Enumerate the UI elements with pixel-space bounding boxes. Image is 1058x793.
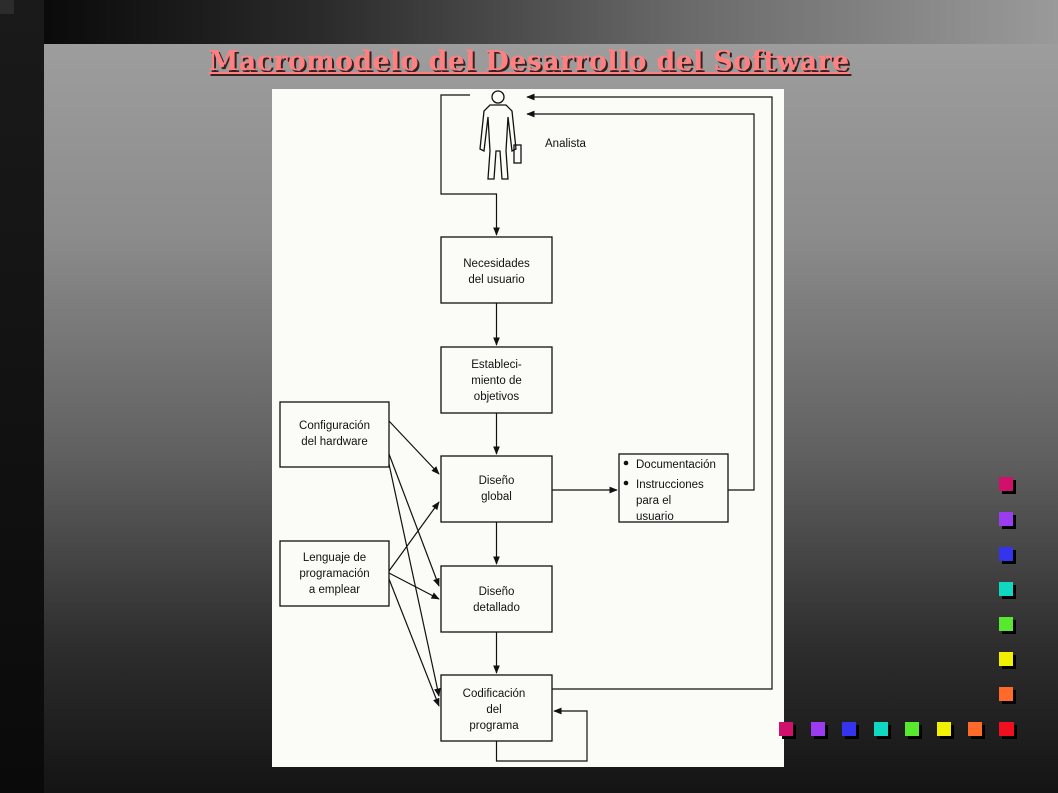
decor-square-vertical — [999, 547, 1013, 561]
box-diseno-global — [440, 455, 553, 523]
box-configuracion — [279, 401, 390, 468]
feedback-codificacion-analista — [526, 93, 773, 690]
decor-square-vertical — [999, 582, 1013, 596]
arrow-config-global — [388, 420, 440, 475]
diagram-image: Analista Necesidades del usuario Estable… — [272, 89, 784, 767]
configuracion-line1: Configuración — [299, 420, 370, 432]
configuracion-line2: del hardware — [301, 436, 367, 448]
analyst-label: Analista — [545, 138, 587, 150]
loop-codificacion — [495, 707, 588, 762]
documentacion-bullet1: Documentación — [636, 459, 716, 471]
decor-square-vertical — [999, 687, 1013, 701]
decor-square-horizontal — [779, 722, 793, 736]
decor-square-horizontal — [842, 722, 856, 736]
decor-square-vertical — [999, 477, 1013, 491]
diseno-global-line1: Diseño — [479, 475, 515, 487]
top-gradient-band — [0, 0, 1058, 44]
decor-square-horizontal — [999, 722, 1014, 736]
decor-square-horizontal — [810, 722, 825, 736]
documentacion-bullet2-line1: Instrucciones — [636, 479, 704, 491]
box-documentacion — [618, 453, 729, 523]
lenguaje-line2: programación — [299, 568, 369, 580]
diseno-detallado-line1: Diseño — [479, 586, 515, 598]
arrow-config-codificacion — [388, 463, 441, 697]
corner-square — [0, 0, 14, 14]
necesidades-line1: Necesidades — [463, 258, 530, 270]
analyst-icon — [479, 90, 522, 180]
documentacion-bullet2-line3: usuario — [636, 511, 674, 523]
arrow-analista-necesidades — [440, 94, 500, 236]
arrow-lenguaje-global — [388, 501, 440, 572]
bullet-icon — [623, 480, 629, 486]
objetivos-line2: miento de — [471, 375, 522, 387]
decor-square-horizontal — [873, 722, 888, 736]
objetivos-line3: objetivos — [474, 391, 520, 403]
codificacion-line2: del — [486, 704, 501, 716]
lenguaje-line1: Lenguaje de — [303, 552, 366, 564]
arrow-config-detallado — [388, 453, 440, 587]
box-necesidades — [440, 236, 553, 304]
necesidades-line2: del usuario — [468, 274, 524, 286]
codificacion-line1: Codificación — [463, 688, 526, 700]
box-diseno-detallado — [440, 565, 553, 633]
documentacion-bullet2-line2: para el — [636, 495, 671, 507]
feedback-documentacion-analista — [526, 110, 755, 491]
slide-title: Macromodelo del Desarrollo del Software — [208, 46, 850, 77]
decor-square-horizontal — [905, 722, 919, 736]
decor-square-vertical — [999, 512, 1013, 526]
bullet-icon — [623, 460, 629, 466]
decor-square-vertical — [999, 617, 1013, 631]
diseno-global-line2: global — [481, 491, 512, 503]
left-dark-band — [0, 0, 44, 793]
arrow-lenguaje-codificacion — [388, 578, 440, 707]
arrow-lenguaje-detallado — [388, 572, 440, 600]
flowchart: Analista Necesidades del usuario Estable… — [279, 90, 773, 762]
decor-square-vertical — [999, 652, 1013, 666]
codificacion-line3: programa — [469, 720, 519, 732]
decor-square-horizontal — [936, 722, 951, 736]
decor-square-horizontal — [968, 722, 982, 736]
lenguaje-line3: a emplear — [309, 584, 360, 596]
objetivos-line1: Estableci- — [471, 359, 522, 371]
diseno-detallado-line2: detallado — [473, 602, 520, 614]
